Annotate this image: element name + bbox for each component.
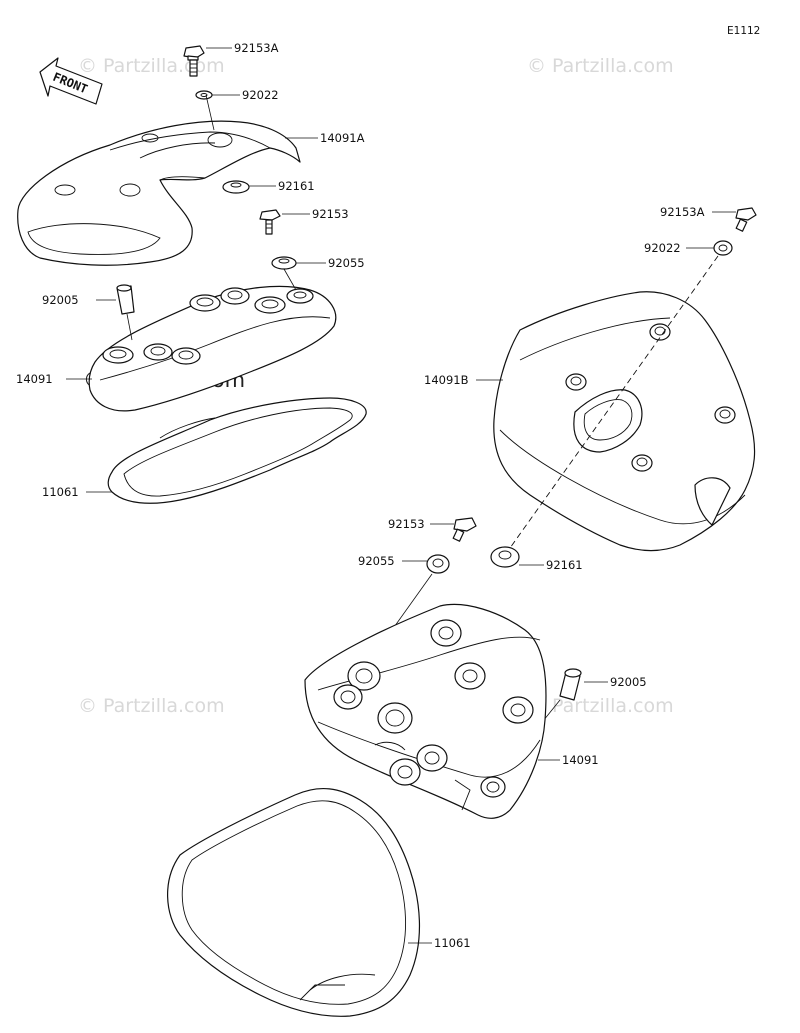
head-cover-14091-right (304, 603, 547, 819)
dowel-92005-right (559, 668, 582, 701)
outer-cover-14091a (17, 120, 301, 266)
callout-92153-left: 92153 (312, 207, 349, 221)
callout-92005-left: 92005 (42, 293, 79, 307)
gasket-11061-left (107, 397, 367, 504)
callout-92153-right: 92153 (388, 517, 425, 531)
callout-14091a: 14091A (320, 131, 365, 145)
spacer-92161-left (222, 180, 250, 194)
spacer-92161-right (490, 546, 520, 568)
watermark-bottom-right: © Partzilla.com (527, 695, 674, 717)
callout-11061-right: 11061 (434, 936, 471, 950)
head-cover-14091-left (88, 285, 337, 412)
gasket-11061-right (167, 788, 421, 1017)
grommet-92055-left (271, 256, 297, 270)
callout-14091-right: 14091 (562, 753, 599, 767)
callout-11061-left: 11061 (42, 485, 79, 499)
grommet-92055-right (426, 554, 450, 574)
callout-92153a-left: 92153A (234, 41, 279, 55)
callout-14091b: 14091B (424, 373, 469, 387)
bolt-92153-right (452, 517, 477, 542)
cover-14091b (493, 291, 756, 552)
callout-92153a-right: 92153A (660, 205, 705, 219)
watermark-bottom-left: © Partzilla.com (78, 695, 225, 717)
callout-92055-left: 92055 (328, 256, 365, 270)
bolt-92153a-right (735, 207, 757, 232)
bolt-92153a-left (183, 45, 205, 77)
callout-14091-left: 14091 (16, 372, 53, 386)
callout-92005-right: 92005 (610, 675, 647, 689)
callout-92161-left: 92161 (278, 179, 315, 193)
diagram-code: E1112 (727, 25, 760, 37)
dowel-92005-left (116, 284, 135, 315)
callout-92022-left: 92022 (242, 88, 279, 102)
washer-92022-right (713, 240, 733, 256)
callout-92055-right: 92055 (358, 554, 395, 568)
watermark-top-right: © Partzilla.com (527, 55, 674, 77)
washer-92022-left (195, 90, 213, 100)
bolt-92153-left (259, 209, 281, 235)
callout-92022-right: 92022 (644, 241, 681, 255)
watermark-top-left: © Partzilla.com (78, 55, 225, 77)
callout-92161-right: 92161 (546, 558, 583, 572)
